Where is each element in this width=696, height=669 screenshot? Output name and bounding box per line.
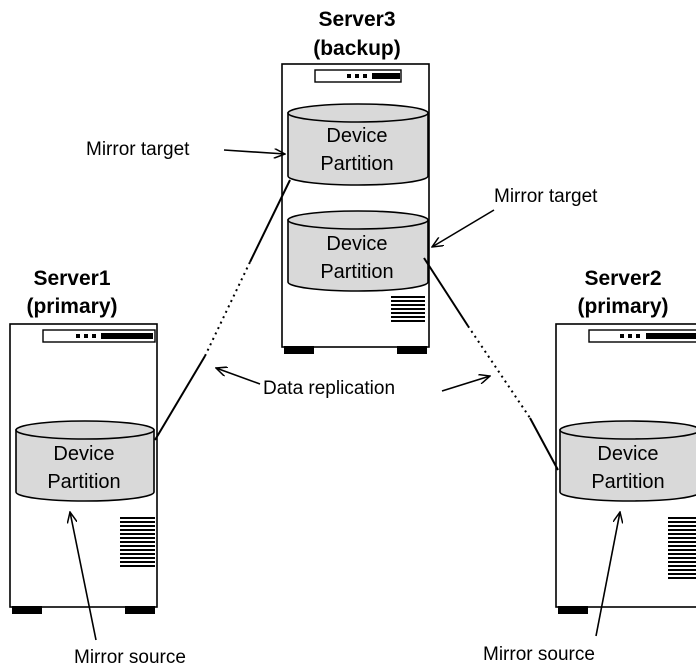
server1-vent-icon — [120, 517, 155, 567]
mirror-target-right-callout: Mirror target — [432, 186, 598, 247]
server2-foot-left — [558, 606, 588, 614]
server2-drive-bay-icon — [588, 329, 696, 343]
partition-line1: Device — [326, 125, 387, 147]
arrow-icon — [70, 512, 97, 641]
server3-role: (backup) — [313, 37, 401, 60]
server1-role: (primary) — [26, 295, 117, 318]
server3-foot-right — [397, 346, 427, 354]
mirror-target-label: Mirror target — [494, 186, 598, 207]
mirror-target-label: Mirror target — [86, 139, 190, 160]
arrow-icon — [441, 376, 490, 392]
arrow-icon — [216, 368, 261, 385]
arrow-icon — [223, 150, 285, 154]
server3-vent-icon — [391, 296, 425, 322]
server2-partition: Device Partition — [559, 420, 696, 502]
server1-partition: Device Partition — [15, 420, 155, 502]
server3-drive-bay-icon — [314, 69, 402, 83]
data-replication-callout: Data replication — [216, 368, 490, 399]
server1-foot-right — [125, 606, 155, 614]
server3-name: Server3 — [318, 8, 395, 31]
partition-line1: Device — [326, 233, 387, 255]
server3: Server3 (backup) Device Partition Device… — [281, 8, 430, 354]
server1: Server1 (primary) Device Partition — [9, 267, 158, 614]
server1-drive-bay-icon — [42, 329, 156, 343]
arrow-icon — [432, 209, 495, 247]
mirror-source-right-callout: Mirror source — [483, 512, 620, 665]
server1-foot-left — [12, 606, 42, 614]
arrow-icon — [595, 512, 620, 637]
data-replication-label: Data replication — [263, 378, 395, 399]
partition-line2: Partition — [47, 471, 120, 493]
server2-role: (primary) — [577, 295, 668, 318]
mirror-source-left-callout: Mirror source — [70, 512, 186, 668]
server3-foot-left — [284, 346, 314, 354]
partition-line1: Device — [53, 443, 114, 465]
replication-link-left — [154, 179, 291, 441]
replication-link-right — [423, 257, 559, 471]
mirror-target-left-callout: Mirror target — [86, 139, 285, 160]
server3-partition-bottom: Device Partition — [287, 210, 429, 292]
server1-name: Server1 — [33, 267, 110, 290]
mirror-source-label: Mirror source — [483, 644, 595, 665]
server2-name: Server2 — [584, 267, 661, 290]
server2: Server2 (primary) Device Partition — [555, 267, 696, 614]
mirror-source-label: Mirror source — [74, 647, 186, 668]
server2-vent-icon — [668, 517, 696, 579]
partition-line2: Partition — [591, 471, 664, 493]
partition-line2: Partition — [320, 261, 393, 283]
server3-partition-top: Device Partition — [287, 103, 429, 186]
partition-line2: Partition — [320, 153, 393, 175]
partition-line1: Device — [597, 443, 658, 465]
